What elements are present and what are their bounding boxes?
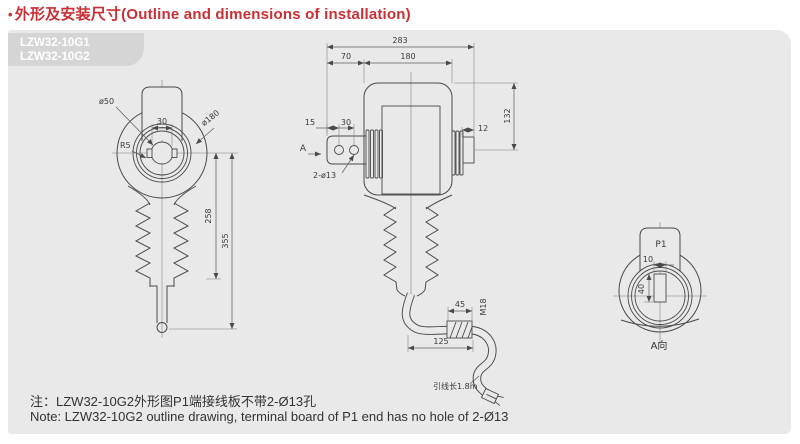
side-dim45-ext [447, 307, 473, 321]
side-holes-leader [341, 154, 355, 174]
aview-direction-label: A向 [651, 339, 668, 352]
aview-p1-label: P1 [655, 240, 666, 250]
side-hole-1 [334, 145, 344, 155]
side-dim15-label: 15 [305, 118, 315, 127]
front-dim355-label: 355 [221, 233, 230, 248]
front-tail-end [156, 322, 168, 333]
side-inner-window [381, 105, 441, 195]
side-dim45-label: 45 [455, 300, 465, 309]
side-m18-hatch [449, 321, 473, 339]
side-dim132-label: 132 [503, 108, 512, 123]
notes: 注：LZW32-10G2外形图P1端接线板不带2-Ø13孔 Note: LZW3… [30, 394, 508, 424]
aview-terminal-tab [639, 227, 681, 271]
side-dim132-ext [454, 82, 518, 151]
front-dia180-leader [195, 127, 215, 145]
side-dim180-ext [363, 59, 453, 83]
front-tail-rod [150, 285, 174, 323]
side-sheds-left [383, 206, 398, 291]
side-hole-2 [349, 145, 359, 155]
page-title: •外形及安装尺寸(Outline and dimensions of insta… [8, 3, 411, 24]
side-sheds-right [424, 206, 439, 291]
front-center-hole [150, 141, 174, 165]
side-dim30-label: 30 [341, 118, 351, 127]
side-dim70-label: 70 [341, 52, 351, 61]
side-thread-label: M18 [479, 298, 488, 315]
side-holes-label: 2-ø13 [313, 171, 336, 180]
side-dim125-label: 125 [433, 337, 448, 346]
aview-ring-2 [631, 267, 689, 325]
note-cn: 注：LZW32-10G2外形图P1端接线板不带2-Ø13孔 [30, 394, 317, 409]
front-sheds-right [172, 202, 190, 287]
aview-dim10-label: 10 [643, 255, 653, 264]
model-name-1: LZW32-10G1 [20, 37, 90, 49]
a-view: P1 10 40 A向 [613, 222, 707, 352]
front-view: 30 ø50 R5 ø180 258 355 [99, 80, 238, 338]
front-r5-leader [131, 150, 147, 159]
front-notch-left [146, 148, 153, 158]
side-terminal-plate [326, 135, 366, 165]
front-dia50-label: ø50 [99, 97, 114, 106]
side-cable [402, 292, 496, 399]
front-sheds-left [134, 202, 152, 287]
side-right-ribs [451, 130, 464, 176]
bullet-icon: • [8, 7, 13, 22]
side-left-ribs [365, 129, 383, 179]
side-taper [396, 289, 426, 297]
front-dim258-label: 258 [204, 208, 213, 223]
side-dim283-label: 283 [392, 36, 407, 45]
side-dim1530-ext [326, 124, 355, 145]
side-stud-block [462, 136, 475, 164]
side-view: 283 70 180 15 30 A 2-ø13 12 132 45 [300, 36, 518, 406]
front-height-exts [169, 278, 237, 330]
front-dia180-label: ø180 [200, 108, 221, 128]
front-notch-right [171, 148, 178, 158]
front-dia50-leader [115, 106, 154, 146]
page-title-text: 外形及安装尺寸(Outline and dimensions of instal… [14, 6, 411, 23]
aview-stud [653, 273, 667, 303]
side-viewA-label: A [300, 144, 307, 154]
side-lead-leader [469, 375, 480, 385]
side-lead-label: 引线长1.8m [433, 381, 478, 391]
model-name-2: LZW32-10G2 [20, 51, 90, 63]
front-ring-1 [132, 123, 192, 183]
front-terminal-tab [141, 86, 183, 141]
side-cable-connector [480, 387, 504, 406]
front-dim30-label: 30 [157, 117, 167, 126]
model-label-box: LZW32-10G1 LZW32-10G2 [8, 33, 144, 66]
aview-ring-3 [634, 270, 686, 322]
side-dim12-label: 12 [478, 124, 488, 133]
front-r5-label: R5 [120, 141, 131, 150]
aview-dim40-label: 40 [637, 284, 646, 294]
aview-base [620, 318, 700, 327]
front-ring-3 [139, 130, 185, 176]
side-dim180-label: 180 [400, 52, 415, 61]
aview-tab-fill [640, 228, 680, 271]
side-dim283-ext [326, 43, 475, 137]
side-bell [363, 194, 453, 210]
note-en: Note: LZW32-10G2 outline drawing, termin… [30, 409, 509, 424]
